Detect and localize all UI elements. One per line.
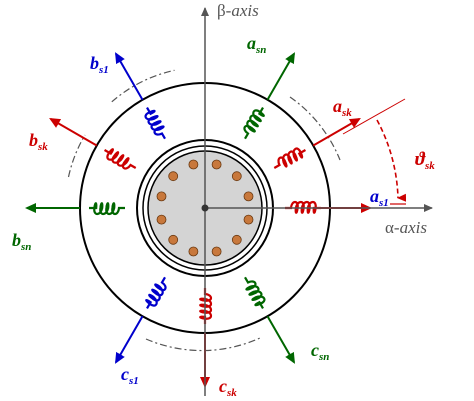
label-c-s1: cs1: [121, 364, 139, 387]
arrow-b-sk: [49, 118, 98, 147]
label-c-sk: csk: [219, 376, 237, 399]
alpha-axis-label: α-axis: [385, 218, 427, 237]
arrow-b-s1: [115, 52, 144, 101]
coil-b-s1: [144, 106, 166, 140]
coil-a-sn: [243, 106, 265, 140]
winding-labels: as1 ask asn bs1 bsk bsn cs1 csk csn: [12, 33, 389, 399]
rotor-conductor: [211, 159, 222, 170]
rotor-conductor: [231, 234, 242, 245]
coil-c-s1: [145, 276, 167, 310]
rotor-conductor: [168, 234, 179, 245]
rotor-conductor: [243, 214, 254, 225]
angle-label: ϑsk: [415, 149, 435, 172]
coils: [89, 106, 321, 324]
label-c-sn: csn: [311, 340, 329, 363]
winding-arcs: [67, 69, 341, 352]
arrow-c-sn: [266, 315, 295, 364]
label-a-s1: as1: [370, 186, 389, 209]
angle-arc: [376, 119, 407, 202]
label-a-sk: ask: [333, 96, 352, 119]
center-point: [201, 204, 209, 212]
coil-b-sn: [89, 202, 125, 216]
label-b-sn: bsn: [12, 230, 31, 253]
label-a-sn: asn: [247, 33, 266, 56]
coil-c-sn: [244, 276, 266, 310]
rotor-conductor: [156, 191, 167, 202]
rotor-conductor: [231, 171, 242, 182]
rotor-conductor: [188, 159, 199, 170]
rotor-conductor: [168, 171, 179, 182]
rotor-conductor: [156, 214, 167, 225]
label-b-s1: bs1: [90, 53, 109, 76]
beta-axis-label: β-axis: [217, 1, 259, 20]
coil-b-sk: [103, 148, 137, 170]
rotor-conductor: [211, 246, 222, 257]
rotor-conductor: [188, 246, 199, 257]
coil-a-sk: [273, 147, 307, 169]
rotor-conductor: [243, 191, 254, 202]
a-sk-axis-line: [342, 98, 406, 135]
arrow-a-sk: [312, 118, 361, 147]
label-b-sk: bsk: [29, 130, 48, 153]
arrow-a-sn: [266, 52, 295, 101]
rotor-conductors: [156, 159, 254, 257]
arrow-c-s1: [115, 315, 144, 364]
